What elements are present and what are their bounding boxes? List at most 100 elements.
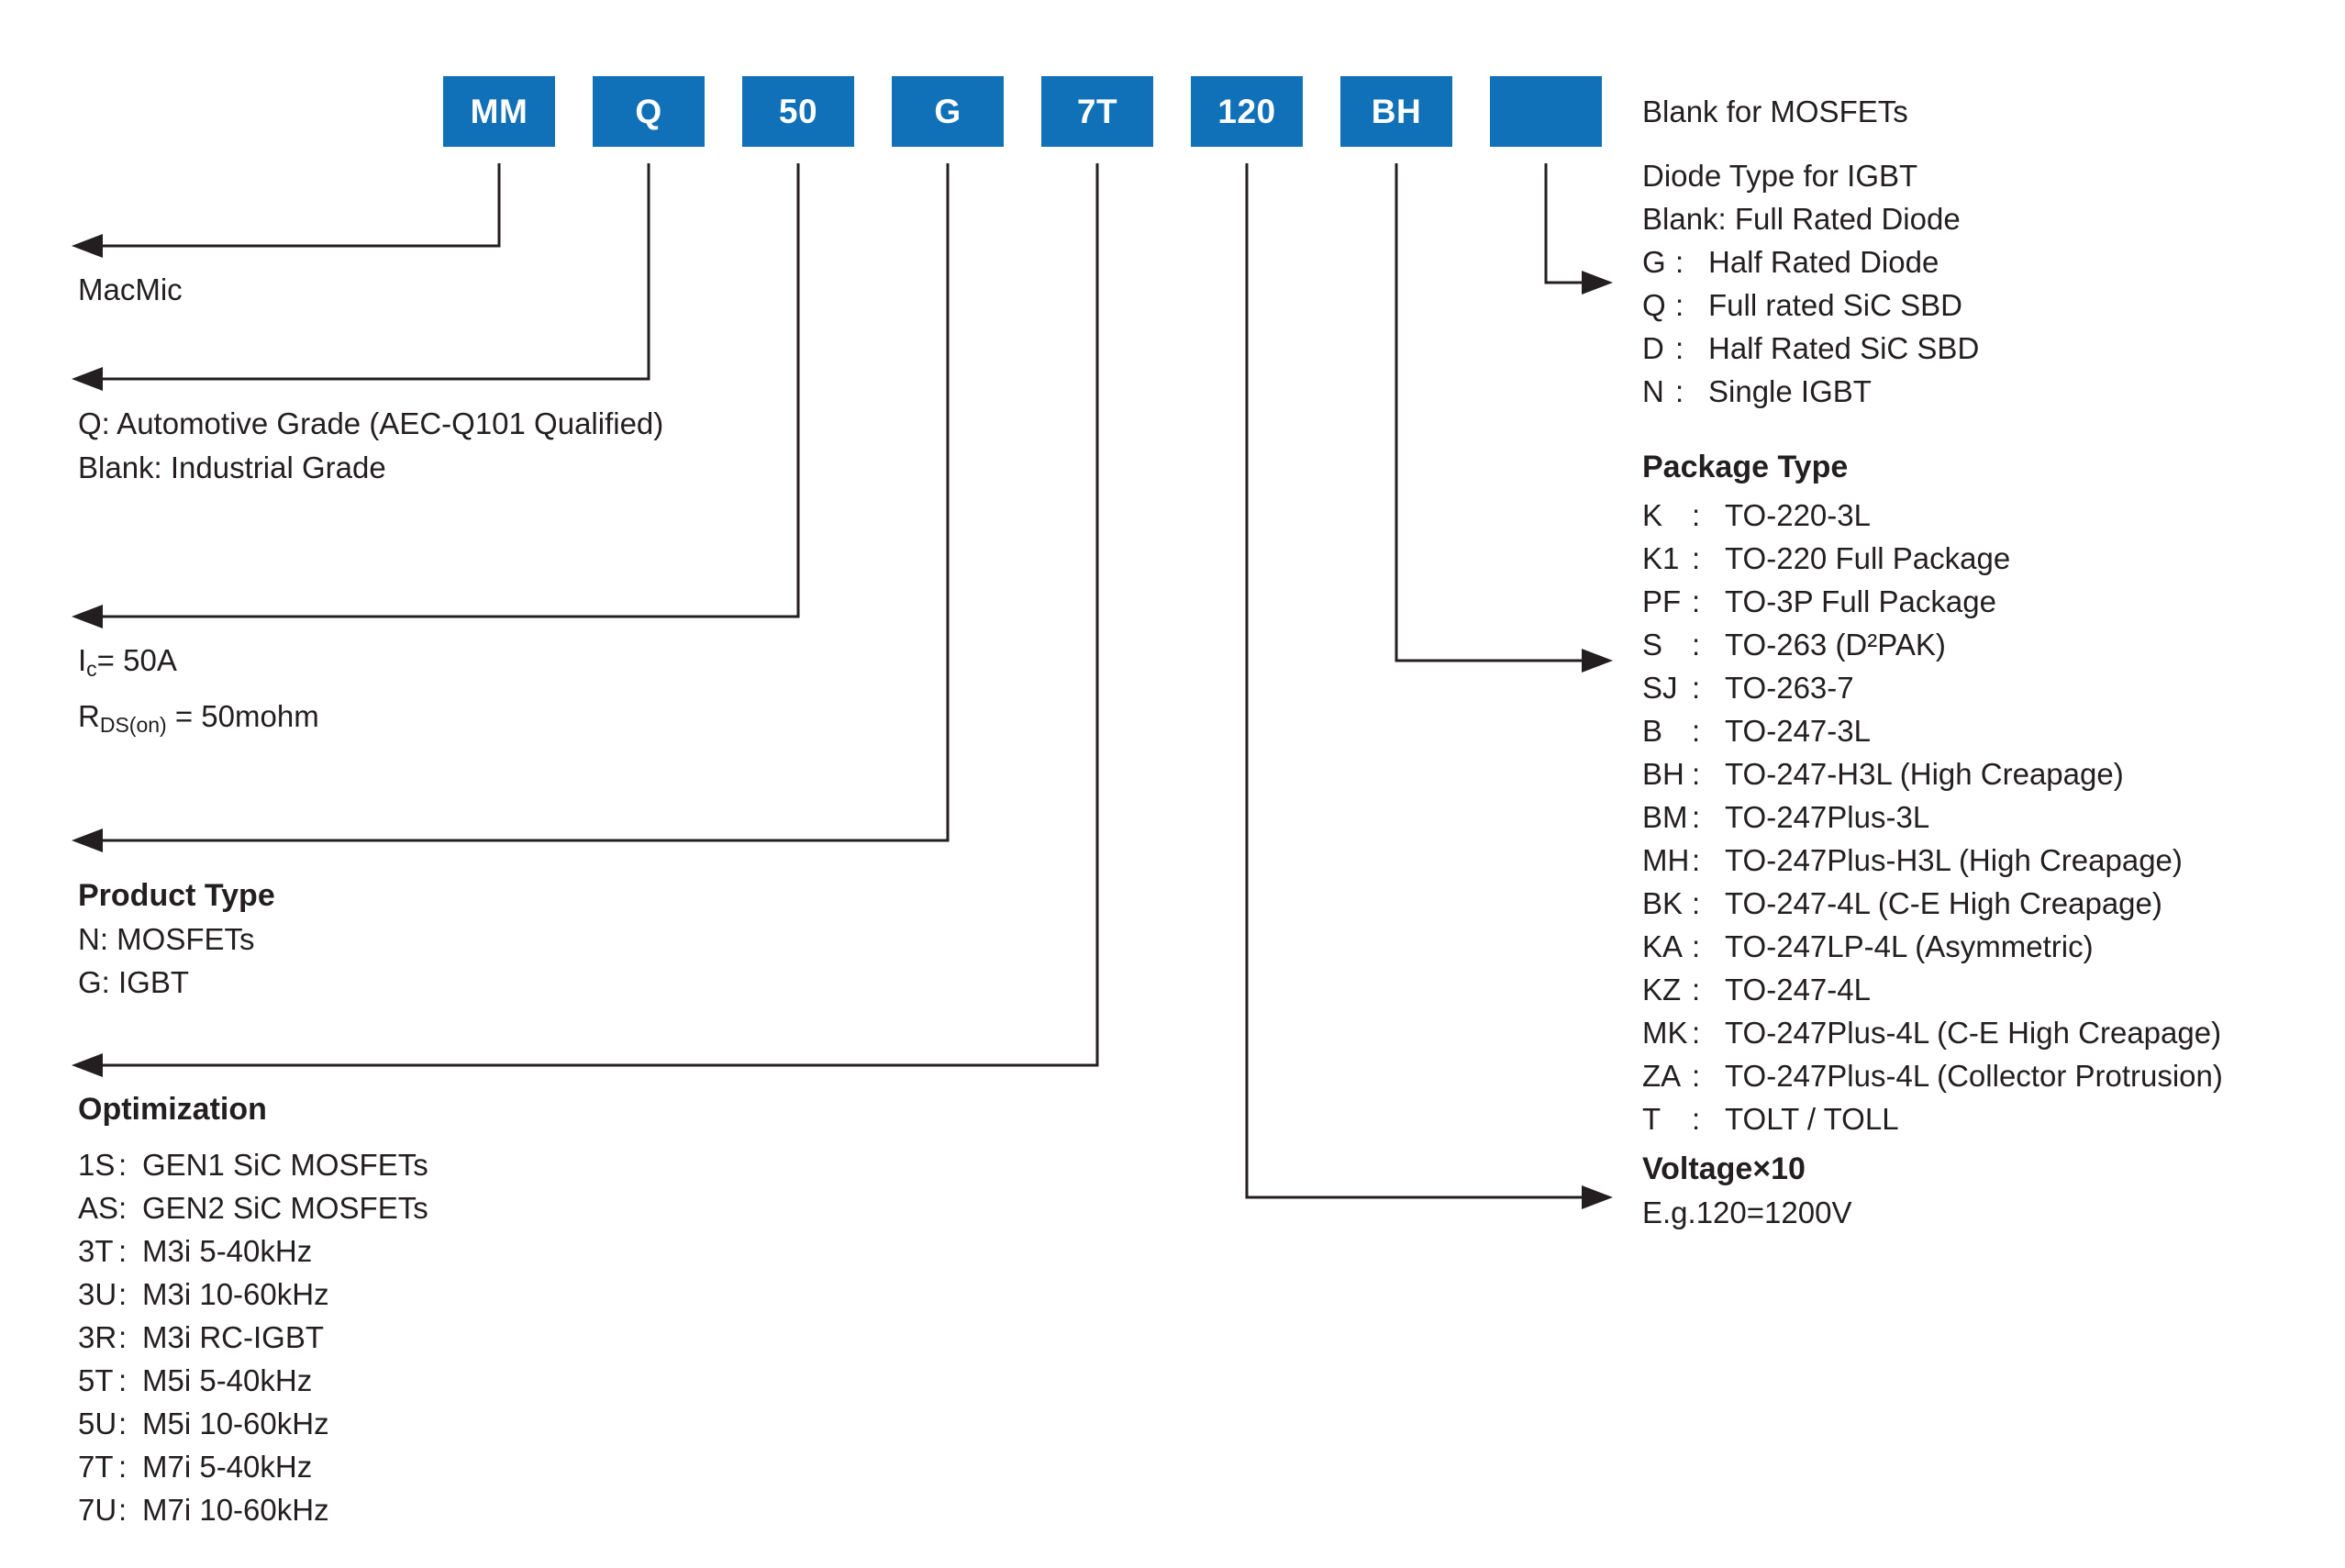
colon-separator: : <box>1692 498 1701 532</box>
package-type-item-key: T <box>1642 1102 1662 1136</box>
part-code-box-q: Q <box>593 76 705 147</box>
colon-separator: : <box>118 1191 128 1225</box>
package-type-item-key: SJ <box>1642 671 1678 705</box>
current-value: = 50A <box>96 643 177 677</box>
diode-type-item-key: N <box>1642 374 1664 408</box>
part-code-box-bh: BH <box>1340 76 1452 147</box>
optimization-item: 3T: M3i 5-40kHz <box>78 1229 428 1273</box>
colon-separator: : <box>1692 584 1701 618</box>
optimization-item-desc: M5i 10-60kHz <box>142 1407 329 1440</box>
package-type-item-desc: TO-247-4L (C-E High Creapage) <box>1725 886 2162 920</box>
arrowhead-left-50 <box>72 605 103 628</box>
package-type-item: KZ: TO-247-4L <box>1642 968 2223 1011</box>
connector-line-g <box>95 163 950 842</box>
package-type-item-key: BH <box>1642 757 1684 791</box>
current-subscript: c <box>86 657 97 681</box>
package-type-item-key: S <box>1642 628 1663 662</box>
package-type-item-key: BK <box>1642 886 1684 920</box>
package-type-item: BH:TO-247-H3L (High Creapage) <box>1642 752 2223 795</box>
optimization-item-key: 5U <box>78 1407 117 1440</box>
optimization-item-key: 7U <box>78 1493 117 1527</box>
colon-separator: : <box>1692 541 1701 575</box>
optimization-item: 3U:M3i 10-60kHz <box>78 1273 428 1316</box>
part-code-box-blank <box>1490 76 1602 147</box>
package-type-item: MH:TO-247Plus-H3L (High Creapage) <box>1642 839 2223 882</box>
grade-line: Q: Automotive Grade (AEC-Q101 Qualified) <box>78 406 664 440</box>
colon-separator: : <box>118 1234 128 1268</box>
connector-line-bh <box>1395 163 1589 662</box>
package-type-item-key: K <box>1642 498 1663 532</box>
collector-current-line: Ic= 50A <box>78 637 319 693</box>
colon-separator: : <box>1692 714 1701 748</box>
optimization-item-desc: M7i 10-60kHz <box>142 1493 329 1527</box>
connector-line-q <box>95 163 650 381</box>
connector-line-mm <box>95 163 501 248</box>
optimization-item-desc: M3i 5-40kHz <box>142 1234 313 1268</box>
arrowhead-right-bh <box>1582 649 1613 673</box>
callout-diode-type: Diode Type for IGBT Blank: Full Rated Di… <box>1642 154 1979 413</box>
diode-type-item-key: G <box>1642 245 1666 279</box>
package-type-heading: Package Type <box>1642 450 1849 484</box>
colon-separator: : <box>1692 886 1701 920</box>
package-type-item-desc: TO-3P Full Package <box>1725 584 1996 618</box>
package-type-item-desc: TO-263 (D²PAK) <box>1725 628 1946 662</box>
optimization-item: 5T:M5i 5-40kHz <box>78 1359 428 1402</box>
diode-type-heading: Diode Type for IGBT <box>1642 159 1918 193</box>
callout-ratings: Ic= 50A RDS(on) = 50mohm <box>78 637 319 749</box>
product-type-item: G: IGBT <box>78 965 190 999</box>
part-code-box-50: 50 <box>742 76 854 147</box>
optimization-item-key: 1S <box>78 1148 116 1182</box>
package-type-item-desc: TO-247-4L <box>1725 973 1871 1006</box>
package-type-item-desc: TO-247LP-4L (Asymmetric) <box>1725 929 2094 963</box>
colon-separator: : <box>118 1277 128 1311</box>
package-type-item: S: TO-263 (D²PAK) <box>1642 623 2223 666</box>
optimization-item-desc: M5i 5-40kHz <box>142 1363 313 1397</box>
optimization-item-key: 3T <box>78 1234 114 1268</box>
diode-type-item-desc: Single IGBT <box>1708 374 1872 408</box>
optimization-item-desc: M7i 5-40kHz <box>142 1450 313 1484</box>
package-type-item: MK:TO-247Plus-4L (C-E High Creapage) <box>1642 1011 2223 1054</box>
diode-type-item: D:Half Rated SiC SBD <box>1642 327 1979 370</box>
colon-separator: : <box>1692 800 1701 834</box>
colon-separator: : <box>1675 245 1684 279</box>
product-type-item: N: MOSFETs <box>78 922 255 956</box>
colon-separator: : <box>118 1493 128 1527</box>
diode-type-item-desc: Half Rated SiC SBD <box>1708 331 1980 365</box>
package-type-item-key: K1 <box>1642 541 1680 575</box>
package-type-item: BM:TO-247Plus-3L <box>1642 795 2223 839</box>
package-type-item-key: ZA <box>1642 1059 1682 1093</box>
arrowhead-left-g <box>72 828 103 852</box>
package-type-item-desc: TO-247Plus-4L (Collector Protrusion) <box>1725 1059 2223 1093</box>
blank-mosfets-label: Blank for MOSFETs <box>1642 95 1908 128</box>
part-code-box-120: 120 <box>1191 76 1303 147</box>
connector-line-blank <box>1544 163 1589 284</box>
colon-separator: : <box>118 1320 128 1354</box>
package-type-item-desc: TOLT / TOLL <box>1725 1102 1899 1136</box>
colon-separator: : <box>1692 628 1701 662</box>
diode-type-item-key: D <box>1642 331 1664 365</box>
colon-separator: : <box>1692 757 1701 791</box>
package-type-item-key: BM <box>1642 800 1688 834</box>
optimization-heading: Optimization <box>78 1092 267 1127</box>
colon-separator: : <box>118 1407 128 1440</box>
optimization-item: 7T:M7i 5-40kHz <box>78 1445 428 1488</box>
optimization-item: 1S:GEN1 SiC MOSFETs <box>78 1143 428 1186</box>
optimization-item: 5U: M5i 10-60kHz <box>78 1402 428 1445</box>
colon-separator: : <box>1692 973 1701 1006</box>
colon-separator: : <box>118 1148 128 1182</box>
optimization-item-key: 5T <box>78 1363 114 1397</box>
package-type-item-desc: TO-220-3L <box>1725 498 1871 532</box>
colon-separator: : <box>1675 288 1684 322</box>
package-type-item-key: KA <box>1642 929 1684 963</box>
callout-brand: MacMic <box>78 268 183 311</box>
package-type-item-key: KZ <box>1642 973 1682 1006</box>
package-type-item: PF:TO-3P Full Package <box>1642 580 2223 623</box>
diode-type-blank-line: Blank: Full Rated Diode <box>1642 202 1961 236</box>
colon-separator: : <box>1692 1102 1701 1136</box>
